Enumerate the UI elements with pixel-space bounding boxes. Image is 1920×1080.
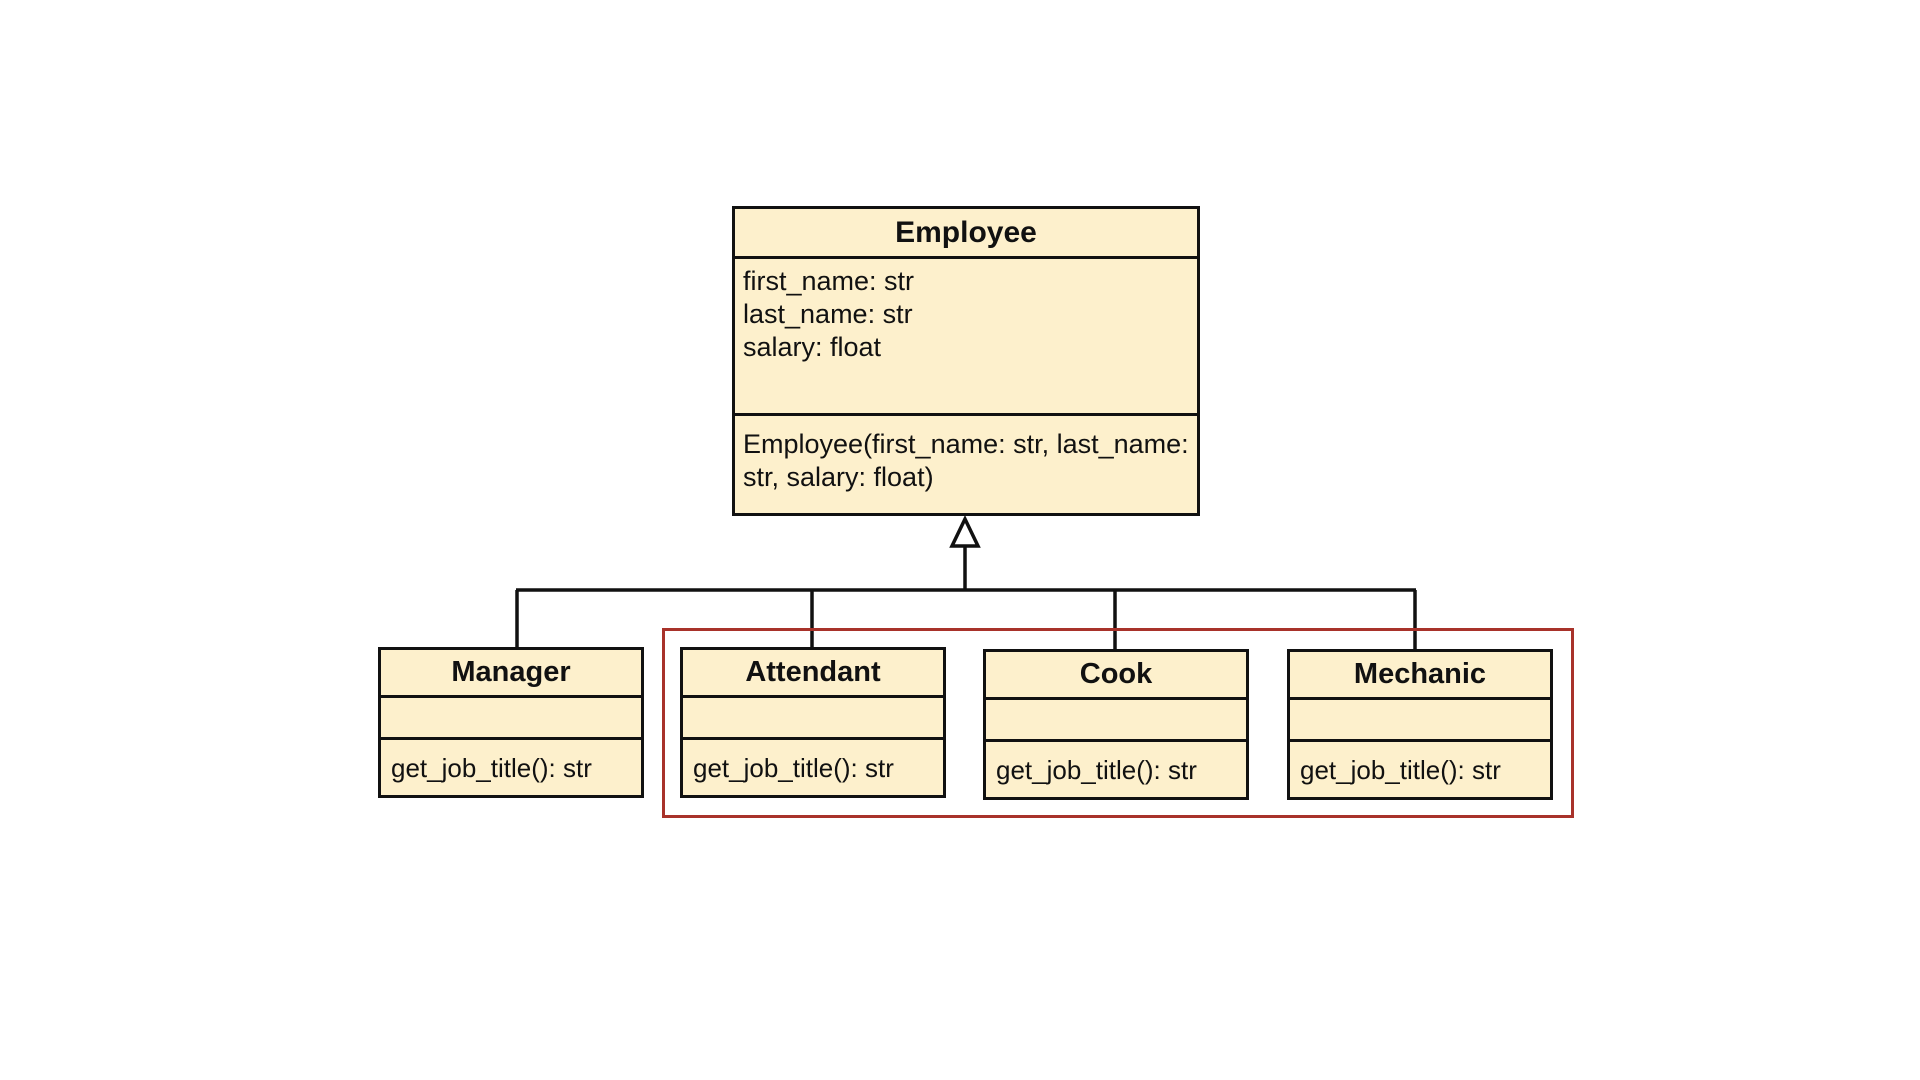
method: get_job_title(): str <box>1300 755 1501 785</box>
class-name: Cook <box>986 652 1246 700</box>
method: get_job_title(): str <box>996 755 1197 785</box>
methods-compartment: get_job_title(): str <box>986 742 1246 797</box>
methods-compartment: get_job_title(): str <box>381 740 641 795</box>
class-employee: Employee first_name: str last_name: str … <box>732 206 1200 516</box>
class-manager: Manager get_job_title(): str <box>378 647 644 798</box>
class-mechanic: Mechanic get_job_title(): str <box>1287 649 1553 800</box>
attribute: first_name: str <box>743 266 915 296</box>
class-name: Attendant <box>683 650 943 698</box>
attributes-compartment: first_name: str last_name: str salary: f… <box>735 259 1197 416</box>
method: get_job_title(): str <box>391 753 592 783</box>
attributes-compartment <box>683 698 943 740</box>
method: str, salary: float) <box>743 462 934 492</box>
method: Employee(first_name: str, last_name: <box>743 429 1189 459</box>
class-cook: Cook get_job_title(): str <box>983 649 1249 800</box>
class-name: Manager <box>381 650 641 698</box>
methods-compartment: get_job_title(): str <box>1290 742 1550 797</box>
methods-compartment: Employee(first_name: str, last_name: str… <box>735 416 1197 513</box>
attribute: salary: float <box>743 332 882 362</box>
method: get_job_title(): str <box>693 753 894 783</box>
inheritance-arrowhead <box>949 514 981 548</box>
class-attendant: Attendant get_job_title(): str <box>680 647 946 798</box>
methods-compartment: get_job_title(): str <box>683 740 943 795</box>
attributes-compartment <box>1290 700 1550 742</box>
attributes-compartment <box>986 700 1246 742</box>
class-name: Mechanic <box>1290 652 1550 700</box>
attributes-compartment <box>381 698 641 740</box>
class-name: Employee <box>735 209 1197 259</box>
attribute: last_name: str <box>743 299 913 329</box>
